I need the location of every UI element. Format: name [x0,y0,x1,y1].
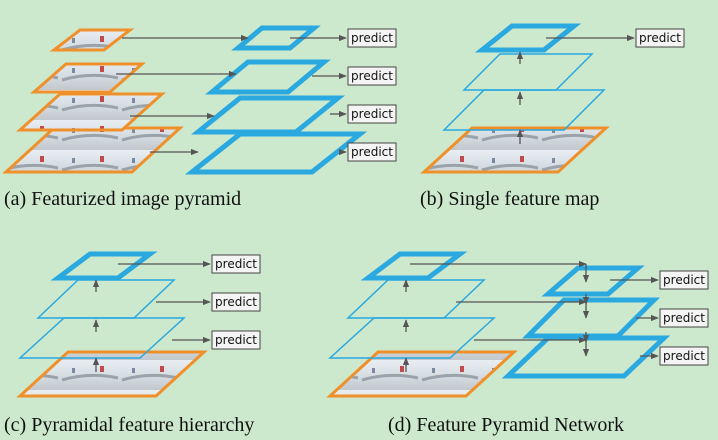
predict-c-1: predict [211,254,261,274]
predict-box [659,308,709,328]
predict-c-3: predict [211,330,261,350]
feature-map-d-bottomup-1 [328,317,496,359]
feature-map-a-3 [205,59,331,95]
predict-a-3: predict [347,104,397,124]
predict-box [347,104,397,124]
predict-label: predict [663,349,705,363]
caption-single-feature-map: (b) Single feature map [420,188,600,210]
predict-label: predict [351,107,393,121]
feature-map-b-3 [474,23,582,53]
predict-label: predict [351,69,393,83]
predict-box [211,292,261,312]
predict-label: predict [663,273,705,287]
caption-featurized-image-pyramid: (a) Featurized image pyramid [4,188,242,210]
feature-map-d-topdown-2 [521,297,661,339]
feature-map-d-bottomup-3 [360,251,468,281]
predict-label: predict [351,31,393,45]
predict-box [635,28,685,48]
predict-d-3: predict [659,346,709,366]
image-level-2 [16,92,166,132]
feature-map-d-topdown-3 [541,265,645,297]
feature-map-d-bottomup-2 [346,279,486,319]
predict-box [659,270,709,290]
feature-map-b-1 [442,89,606,131]
predict-label: predict [639,31,681,45]
predict-c-2: predict [211,292,261,312]
predict-box [211,254,261,274]
feature-map-a-1 [184,131,368,175]
image-level-1 [2,126,184,174]
predict-box [347,142,397,162]
caption-feature-pyramid-network: (d) Feature Pyramid Network [388,414,625,436]
feature-map-b-2 [462,53,594,91]
predict-box [347,66,397,86]
predict-box [211,330,261,350]
predict-a-1: predict [347,28,397,48]
feature-map-d-topdown-1 [501,335,671,379]
predict-b: predict [635,28,685,48]
image-d [326,350,518,398]
feature-map-a-2 [190,95,346,135]
predict-d-2: predict [659,308,709,328]
predict-label: predict [215,333,257,347]
predict-label: predict [215,295,257,309]
feature-map-c-1 [18,317,186,359]
predict-label: predict [663,311,705,325]
predict-box [347,28,397,48]
predict-label: predict [215,257,257,271]
caption-pyramidal-feature-hierarchy: (c) Pyramidal feature hierarchy [4,414,255,436]
image-c [16,350,208,398]
predict-a-4: predict [347,142,397,162]
predict-box [659,346,709,366]
image-level-3 [30,62,146,94]
predict-label: predict [351,145,393,159]
feature-map-c-2 [36,279,176,319]
feature-map-a-4 [231,25,321,51]
image-level-4 [49,28,135,52]
feature-map-c-3 [50,251,158,281]
predict-a-2: predict [347,66,397,86]
predict-d-1: predict [659,270,709,290]
image-b [420,126,610,174]
